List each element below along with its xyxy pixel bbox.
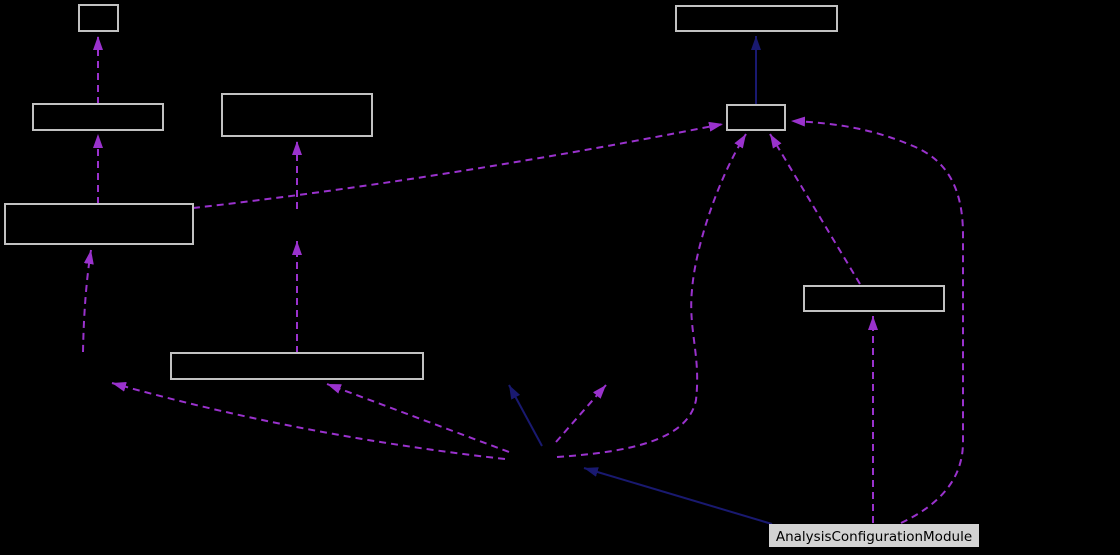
node-box-d[interactable] xyxy=(4,203,194,245)
usage-edge-hiddencenter-to-g xyxy=(556,133,747,458)
usage-edge-d-to-g xyxy=(192,121,724,209)
highlight-node-box xyxy=(769,524,979,547)
node-box-a[interactable] xyxy=(78,4,119,32)
usage-edge-h-to-g xyxy=(769,133,861,285)
usage-edge-hiddenleft-to-d xyxy=(82,249,94,353)
inheritance-edge-hiddencenter-to-hiddenrowleft xyxy=(508,384,543,447)
usage-edge-acm-to-g xyxy=(790,116,964,524)
usage-edge-hiddencenter-to-hiddenleft xyxy=(111,381,506,460)
highlight-node-label: AnalysisConfigurationModule xyxy=(776,529,972,545)
node-box-c[interactable] xyxy=(221,93,373,137)
highlight-node-acm: AnalysisConfigurationModule xyxy=(769,524,979,547)
inheritance-edge-acm-to-hiddencenter xyxy=(583,467,773,525)
node-box-h[interactable] xyxy=(803,285,945,312)
node-box-g[interactable] xyxy=(726,104,786,131)
node-box-b[interactable] xyxy=(32,103,164,131)
node-box-f[interactable] xyxy=(675,5,838,32)
usage-edge-hiddencenter-to-e xyxy=(326,383,510,453)
node-box-e[interactable] xyxy=(170,352,424,380)
usage-edge-hiddencenter-to-hiddenrowright xyxy=(555,384,607,443)
